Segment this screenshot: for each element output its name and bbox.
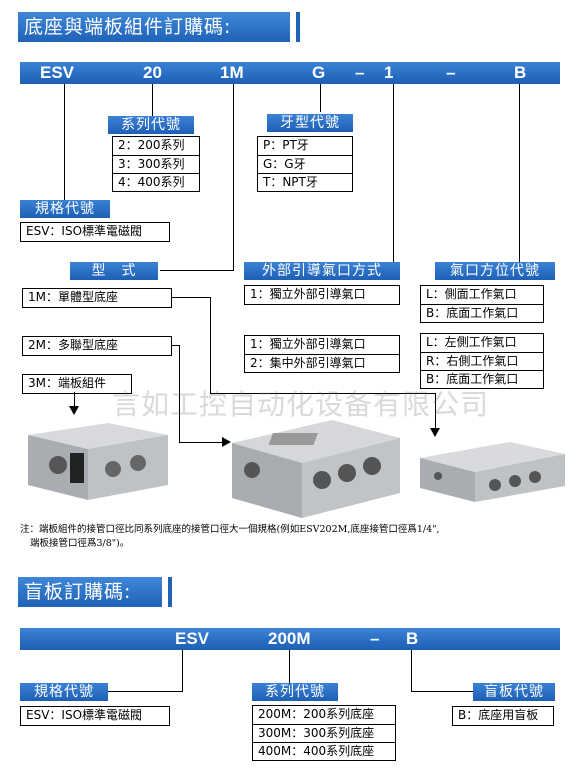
type-box-2m: 2M：多聯型底座 xyxy=(22,336,172,356)
port-option: R：右側工作氣口 xyxy=(421,352,543,370)
port-box-1: L：側面工作氣口 B：底面工作氣口 xyxy=(420,285,544,323)
pointer-line xyxy=(210,297,211,393)
note-line-2: 端板接管口徑爲3/8")。 xyxy=(30,538,130,549)
arrow-head xyxy=(430,428,440,437)
pointer-line xyxy=(179,345,180,442)
pointer-line xyxy=(172,345,180,346)
port-option: B：底面工作氣口 xyxy=(421,370,543,388)
thread-option: P：PT牙 xyxy=(263,138,309,152)
pilot-tag: 外部引導氣口方式 xyxy=(244,262,400,280)
arrow-head xyxy=(69,406,79,415)
connector xyxy=(411,650,412,692)
series-tag: 系列代號 xyxy=(108,116,194,134)
blank-box: B：底座用盲板 xyxy=(452,706,554,726)
code-pilot: 1 xyxy=(384,63,394,82)
connector xyxy=(411,691,473,692)
pointer-line xyxy=(179,442,223,443)
connector xyxy=(289,650,290,684)
code-esv: ESV xyxy=(40,63,75,82)
arrow-head-right xyxy=(222,437,231,447)
spec-option: ESV：ISO標準電磁閥 xyxy=(26,708,143,722)
code-dash-2: – xyxy=(446,63,456,82)
port-tag: 氣口方位代號 xyxy=(435,262,555,280)
type-box-3m: 3M：端板組件 xyxy=(22,374,132,394)
section2-title: 盲板訂購碼: xyxy=(18,577,168,607)
connector xyxy=(64,84,65,200)
code-thread: G xyxy=(312,63,326,82)
code-series: 20 xyxy=(143,63,162,82)
port-box-2: L：左側工作氣口 R：右側工作氣口 B：底面工作氣口 xyxy=(420,333,544,389)
series-option: 300M：300系列底座 xyxy=(253,724,395,742)
code-blank: B xyxy=(406,629,419,648)
section1-title: 底座與端板組件訂購碼: xyxy=(18,12,296,42)
series-box: 2：200系列 3：300系列 4：400系列 xyxy=(112,136,200,192)
connector xyxy=(182,650,183,692)
code-esv: ESV xyxy=(175,629,210,648)
pointer-line xyxy=(74,392,75,408)
thread-option: T：NPT牙 xyxy=(258,173,352,191)
manifold-base-image xyxy=(232,420,400,518)
series-option: 3：300系列 xyxy=(113,155,199,173)
series-option: 4：400系列 xyxy=(113,173,199,191)
blank-option: B：底座用盲板 xyxy=(458,708,539,722)
pilot-box-1: 1：獨立外部引導氣口 xyxy=(244,285,400,305)
order-code-bar: ESV 20 1M G – 1 – B xyxy=(20,62,560,84)
code-dash: – xyxy=(370,629,380,648)
end-plate-image xyxy=(28,423,168,500)
spec-tag: 規格代號 xyxy=(20,683,108,701)
pointer-line xyxy=(210,393,436,394)
connector xyxy=(233,84,234,270)
blank-tag: 盲板代號 xyxy=(473,683,555,701)
spec-box: ESV：ISO標準電磁閥 xyxy=(20,706,170,726)
pilot-box-2: 1：獨立外部引導氣口 2：集中外部引導氣口 xyxy=(244,335,400,373)
code-dash-1: – xyxy=(355,63,365,82)
thread-option: G：G牙 xyxy=(258,155,352,173)
port-option: L：左側工作氣口 xyxy=(426,335,517,349)
pointer-line xyxy=(172,297,210,298)
spec-tag: 規格代號 xyxy=(20,200,110,218)
connector xyxy=(320,84,321,112)
type-option: 3M：端板組件 xyxy=(28,376,106,390)
series-option: 400M：400系列底座 xyxy=(253,742,395,760)
type-box-1m: 1M：單體型底座 xyxy=(22,288,172,308)
pilot-option: 2：集中外部引導氣口 xyxy=(245,354,399,372)
pilot-option: 1：獨立外部引導氣口 xyxy=(250,287,366,301)
pilot-option: 1：獨立外部引導氣口 xyxy=(250,337,366,351)
series-option: 200M：200系列底座 xyxy=(258,707,375,721)
spec-box: ESV：ISO標準電磁閥 xyxy=(20,222,170,242)
connector xyxy=(519,84,520,262)
spec-option: ESV：ISO標準電磁閥 xyxy=(26,224,143,238)
thread-tag: 牙型代號 xyxy=(267,114,353,132)
watermark: 言如工控自动化设备有限公司 xyxy=(112,388,490,421)
code-type: 1M xyxy=(220,63,244,82)
thread-box: P：PT牙 G：G牙 T：NPT牙 xyxy=(257,136,353,192)
pointer-line xyxy=(435,393,436,429)
series-option: 2：200系列 xyxy=(118,138,185,152)
port-option: B：底面工作氣口 xyxy=(421,304,543,322)
connector xyxy=(108,691,183,692)
type-tag: 型 式 xyxy=(70,262,158,280)
connector xyxy=(160,270,234,271)
type-option: 1M：單體型底座 xyxy=(28,290,118,304)
code-series: 200M xyxy=(268,629,311,648)
blank-code-bar: ESV 200M – B xyxy=(20,628,560,650)
port-option: L：側面工作氣口 xyxy=(426,287,517,301)
type-option: 2M：多聯型底座 xyxy=(28,338,118,352)
series-box: 200M：200系列底座 300M：300系列底座 400M：400系列底座 xyxy=(252,705,396,761)
connector xyxy=(393,84,394,262)
single-base-image xyxy=(420,442,565,502)
connector xyxy=(152,84,153,116)
series-tag: 系列代號 xyxy=(252,683,338,701)
code-port: B xyxy=(514,63,527,82)
note-line-1: 注：端板組件的接管口徑比同系列底座的接管口徑大一個規格(例如ESV202M,底座… xyxy=(20,524,440,535)
